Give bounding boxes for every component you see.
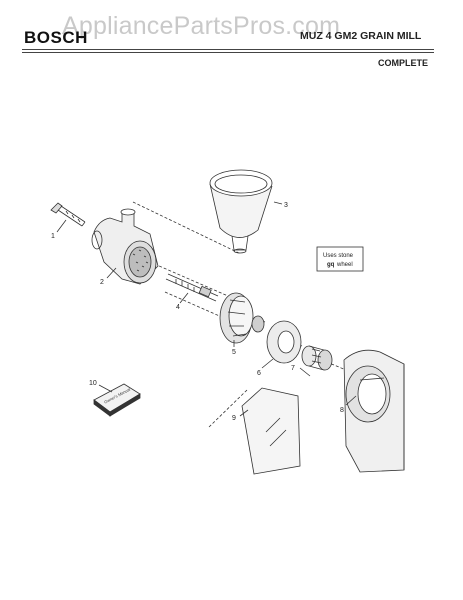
callout-3: 3: [284, 202, 288, 209]
model-title: MUZ 4 GM2 GRAIN MILL: [300, 30, 422, 42]
part-4-shaft: [165, 273, 219, 302]
watermark-text: AppliancePartsPros.com: [62, 12, 341, 40]
callout-7: 7: [291, 365, 295, 372]
callout-9: 9: [232, 415, 236, 422]
part-8-base: [343, 349, 405, 473]
header-rule-bottom: [22, 52, 434, 53]
callout-2: 2: [100, 279, 104, 286]
callout-6: 6: [257, 370, 261, 377]
part-2-housing: [91, 208, 159, 285]
note-line-2-bold: gq: [327, 262, 335, 268]
callout-5: 5: [232, 349, 236, 356]
callout-8: 8: [340, 407, 344, 414]
note-line-1: Uses stone: [323, 253, 354, 259]
callout-1: 1: [51, 233, 55, 240]
part-1-screw: [50, 202, 86, 227]
part-9-cover: [241, 387, 301, 475]
callout-10: 10: [89, 380, 97, 387]
part-6-ring: [266, 320, 302, 364]
part-10-manual: [93, 383, 141, 417]
leader-lines: [56, 201, 357, 417]
note-box: [316, 246, 364, 272]
subtitle: COMPLETE: [378, 58, 429, 68]
note-line-2-rest: wheel: [336, 262, 353, 268]
part-3-hopper: [209, 169, 273, 254]
part-7-coupling: [301, 345, 333, 371]
callout-4: 4: [176, 304, 180, 311]
brand-logo: BOSCH: [24, 28, 88, 47]
part-5-wheel: [219, 292, 265, 344]
header-rule-top: [22, 49, 434, 50]
